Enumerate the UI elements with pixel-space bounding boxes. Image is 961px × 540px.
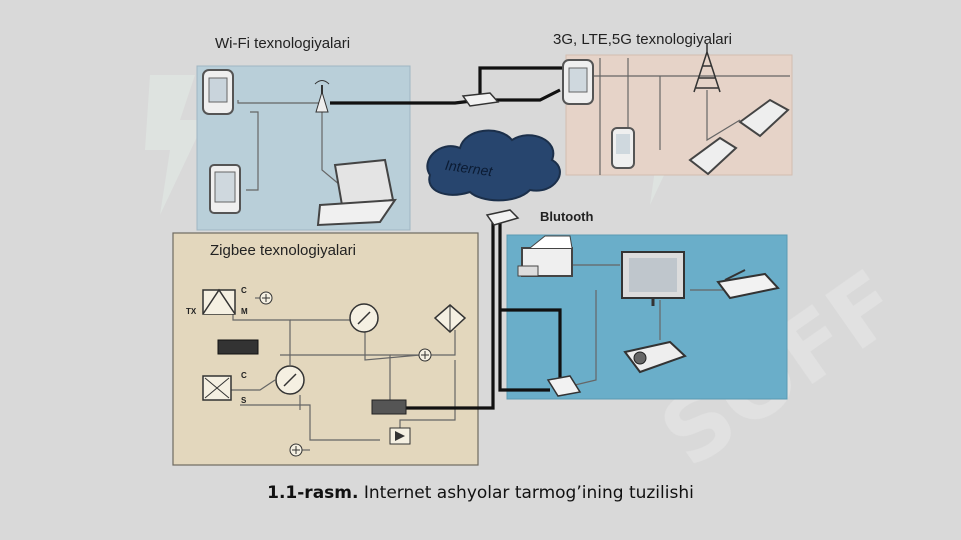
wifi-laptop-icon <box>316 158 397 227</box>
zigbee-mark-c: C <box>241 371 247 380</box>
zigbee-sensor-icon <box>418 348 432 362</box>
cellular-device-icon <box>611 127 635 169</box>
zigbee-gauge-icon <box>275 365 305 395</box>
zigbee-module-icon <box>217 339 259 355</box>
wifi-phone-icon <box>202 69 234 115</box>
backbone-links <box>330 66 566 410</box>
bluetooth-zone-title: Blutooth <box>540 209 594 224</box>
wifi-antenna-icon <box>314 80 330 113</box>
figure-caption: 1.1-rasm. Internet ashyolar tarmog’ining… <box>0 483 961 503</box>
cellular-phone-icon <box>562 59 594 105</box>
internet-cloud-icon <box>426 129 561 202</box>
zigbee-sensor-icon <box>259 291 273 305</box>
zigbee-transmitter-icon <box>202 288 236 315</box>
projector-icon <box>623 340 687 374</box>
flip-phone-icon <box>738 98 790 138</box>
wifi-zone-title: Wi-Fi texnologiyalari <box>215 35 351 52</box>
printer-icon <box>517 235 573 277</box>
figure-caption-text: Internet ashyolar tarmog’ining tuzilishi <box>363 483 694 503</box>
scanner-icon <box>716 269 780 300</box>
zigbee-amplifier-icon <box>389 427 411 445</box>
wifi-tablet-icon <box>209 164 241 214</box>
flip-phone-icon <box>688 136 738 176</box>
zigbee-mark-c: C <box>241 286 247 295</box>
zigbee-switch-icon <box>371 399 407 415</box>
bluetooth-router-icon <box>546 375 582 397</box>
zigbee-zone-title: Zigbee texnologiyalari <box>210 242 356 259</box>
zigbee-gauge-icon <box>349 303 379 333</box>
zigbee-mark-m: M <box>241 307 248 316</box>
bluetooth-hub-icon <box>485 209 520 226</box>
zigbee-valve-icon <box>202 375 232 401</box>
cell-tower-icon <box>693 44 721 93</box>
zigbee-mark-s: S <box>241 396 247 405</box>
monitor-icon <box>621 251 685 306</box>
zigbee-antenna-icon <box>433 304 467 334</box>
zigbee-mark-tx: TX <box>186 307 197 316</box>
central-router-icon <box>461 92 500 107</box>
cellular-zone-title: 3G, LTE,5G texnologiyalari <box>553 31 732 48</box>
figure-caption-number: 1.1-rasm. <box>267 483 359 503</box>
zigbee-sensor-icon <box>289 443 303 457</box>
